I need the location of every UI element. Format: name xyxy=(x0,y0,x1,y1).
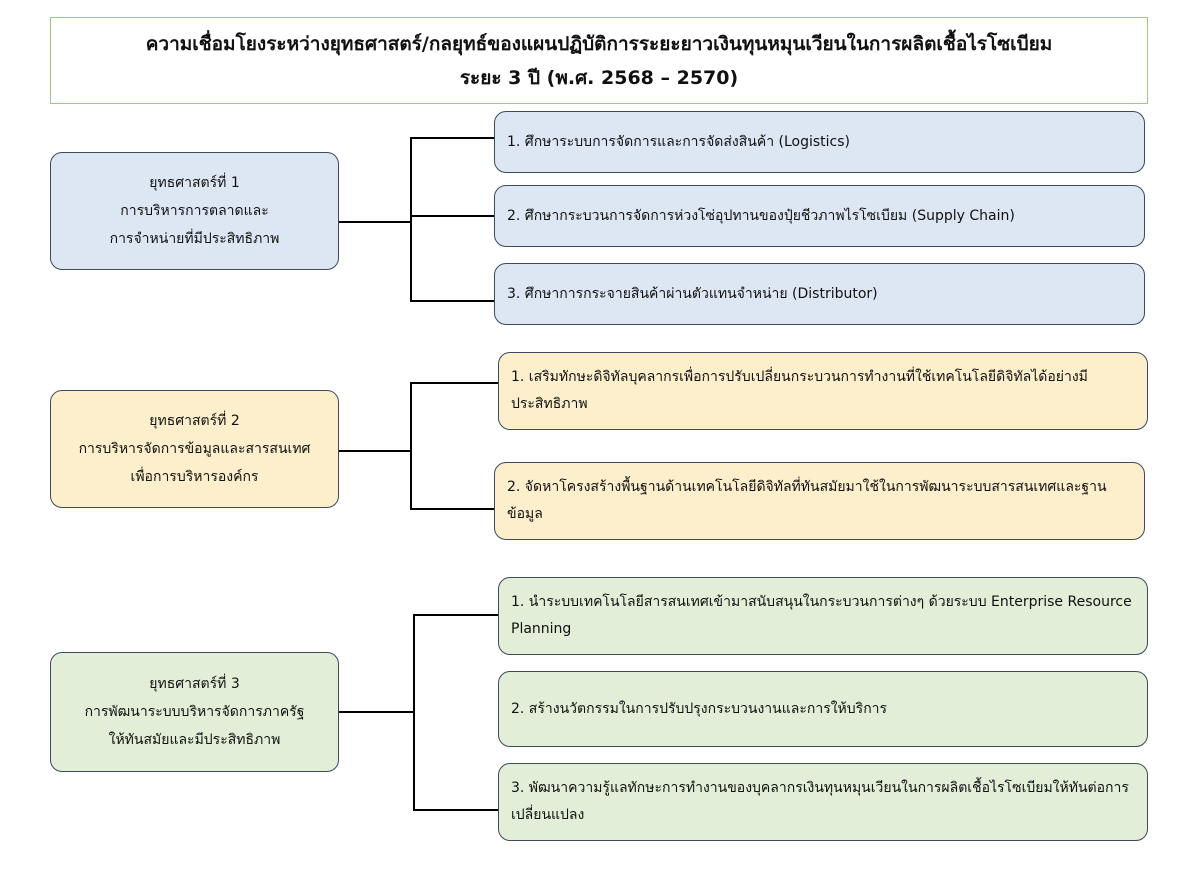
strategy-1-branch-trunk xyxy=(410,137,412,301)
strategy-1-heading: ยุทธศาสตร์ที่ 1 xyxy=(149,175,240,191)
strategy-1-name-line-2: การจำหน่ายที่มีประสิทธิภาพ xyxy=(109,231,280,247)
strategy-2-item-2-text: 2. จัดหาโครงสร้างพื้นฐานด้านเทคโนโลยีดิจ… xyxy=(507,479,1107,522)
strategy-3-item-3: 3. พัฒนาความรู้แลทักษะการทำงานของบุคลากร… xyxy=(498,763,1148,841)
strategy-3-item-2: 2. สร้างนวัตกรรมในการปรับปรุงกระบวนงานแล… xyxy=(498,671,1148,747)
diagram-title: ความเชื่อมโยงระหว่างยุทธศาสตร์/กลยุทธ์ขอ… xyxy=(50,17,1148,104)
strategy-1-item-3-text: 3. ศึกษาการกระจายสินค้าผ่านตัวแทนจำหน่าย… xyxy=(507,285,878,302)
strategy-2-box: ยุทธศาสตร์ที่ 2 การบริหารจัดการข้อมูลและ… xyxy=(50,390,339,508)
strategy-3-name-line-1: การพัฒนาระบบบริหารจัดการภาครัฐ xyxy=(84,704,305,720)
strategy-3-branch-3 xyxy=(413,809,498,811)
title-line-1: ความเชื่อมโยงระหว่างยุทธศาสตร์/กลยุทธ์ขอ… xyxy=(145,32,1053,55)
strategy-2-branch-2 xyxy=(410,508,495,510)
strategy-2-heading: ยุทธศาสตร์ที่ 2 xyxy=(149,413,240,429)
strategy-2-item-1-text: 1. เสริมทักษะดิจิทัลบุคลากรเพื่อการปรับเ… xyxy=(511,369,1088,412)
strategy-2-name-line-1: การบริหารจัดการข้อมูลและสารสนเทศ xyxy=(78,441,311,457)
strategy-3-item-1-text: 1. นำระบบเทคโนโลยีสารสนเทศเข้ามาสนับสนุน… xyxy=(511,594,1132,637)
strategy-1-item-2: 2. ศึกษากระบวนการจัดการห่วงโซ่อุปทานของป… xyxy=(494,185,1145,247)
strategy-1-branch-1 xyxy=(410,137,495,139)
strategy-3-box: ยุทธศาสตร์ที่ 3 การพัฒนาระบบบริหารจัดการ… xyxy=(50,652,339,772)
strategy-3-item-1: 1. นำระบบเทคโนโลยีสารสนเทศเข้ามาสนับสนุน… xyxy=(498,577,1148,655)
strategy-1-item-1: 1. ศึกษาระบบการจัดการและการจัดส่งสินค้า … xyxy=(494,111,1145,173)
strategy-1-branch-3 xyxy=(410,300,495,302)
strategy-1-name-line-1: การบริหารการตลาดและ xyxy=(120,203,269,219)
strategy-1-box: ยุทธศาสตร์ที่ 1 การบริหารการตลาดและ การจ… xyxy=(50,152,339,270)
strategy-2-name-line-2: เพื่อการบริหารองค์กร xyxy=(130,469,259,485)
strategy-1-item-3: 3. ศึกษาการกระจายสินค้าผ่านตัวแทนจำหน่าย… xyxy=(494,263,1145,325)
strategy-2-branch-trunk xyxy=(410,382,412,510)
strategy-3-connector xyxy=(339,711,414,713)
strategy-1-connector xyxy=(339,221,411,223)
strategy-3-heading: ยุทธศาสตร์ที่ 3 xyxy=(149,676,240,692)
strategy-2-item-1: 1. เสริมทักษะดิจิทัลบุคลากรเพื่อการปรับเ… xyxy=(498,352,1148,430)
strategy-3-item-2-text: 2. สร้างนวัตกรรมในการปรับปรุงกระบวนงานแล… xyxy=(511,700,888,717)
strategy-2-connector xyxy=(339,450,411,452)
strategy-3-branch-trunk xyxy=(413,614,415,811)
strategy-2-item-2: 2. จัดหาโครงสร้างพื้นฐานด้านเทคโนโลยีดิจ… xyxy=(494,462,1145,540)
strategy-1-item-1-text: 1. ศึกษาระบบการจัดการและการจัดส่งสินค้า … xyxy=(507,133,851,150)
strategy-3-item-3-text: 3. พัฒนาความรู้แลทักษะการทำงานของบุคลากร… xyxy=(511,780,1129,823)
strategy-3-branch-1 xyxy=(413,614,498,616)
strategy-3-name-line-2: ให้ทันสมัยและมีประสิทธิภาพ xyxy=(108,732,281,748)
strategy-2-branch-1 xyxy=(410,382,498,384)
strategy-1-branch-2 xyxy=(410,215,495,217)
title-line-2: ระยะ 3 ปี (พ.ศ. 2568 – 2570) xyxy=(459,66,739,89)
strategy-1-item-2-text: 2. ศึกษากระบวนการจัดการห่วงโซ่อุปทานของป… xyxy=(507,207,1015,224)
